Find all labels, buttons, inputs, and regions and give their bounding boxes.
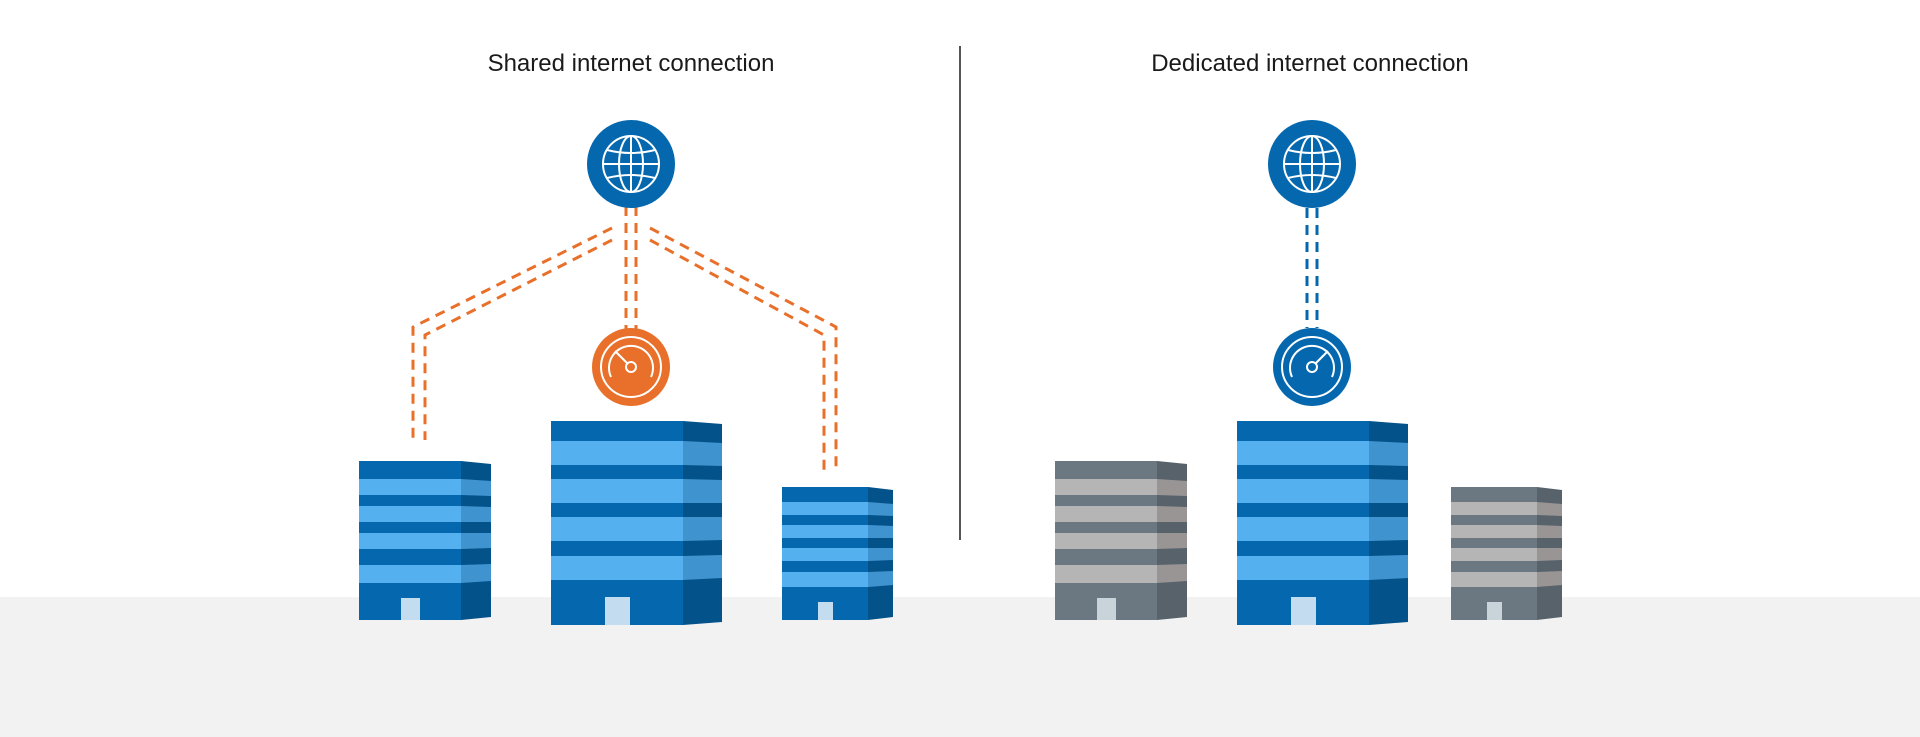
dedicated-connection-line bbox=[1305, 208, 1319, 328]
shared-panel-title: Shared internet connection bbox=[487, 50, 775, 77]
office-building-icon bbox=[1055, 461, 1187, 620]
shared-speedometer-icon bbox=[592, 328, 670, 406]
office-building-icon bbox=[1237, 421, 1408, 625]
office-building-icon bbox=[551, 421, 722, 625]
office-building-icon bbox=[359, 461, 491, 620]
shared-panel bbox=[359, 120, 893, 625]
office-building-icon bbox=[782, 487, 893, 620]
dedicated-speedometer-icon bbox=[1273, 328, 1351, 406]
dedicated-panel bbox=[1055, 120, 1562, 625]
dedicated-panel-title: Dedicated internet connection bbox=[1151, 50, 1469, 77]
office-building-icon bbox=[1451, 487, 1562, 620]
ground bbox=[0, 597, 1920, 737]
shared-globe-icon bbox=[587, 120, 675, 208]
dedicated-globe-icon bbox=[1268, 120, 1356, 208]
shared-connection-lines bbox=[411, 206, 838, 470]
